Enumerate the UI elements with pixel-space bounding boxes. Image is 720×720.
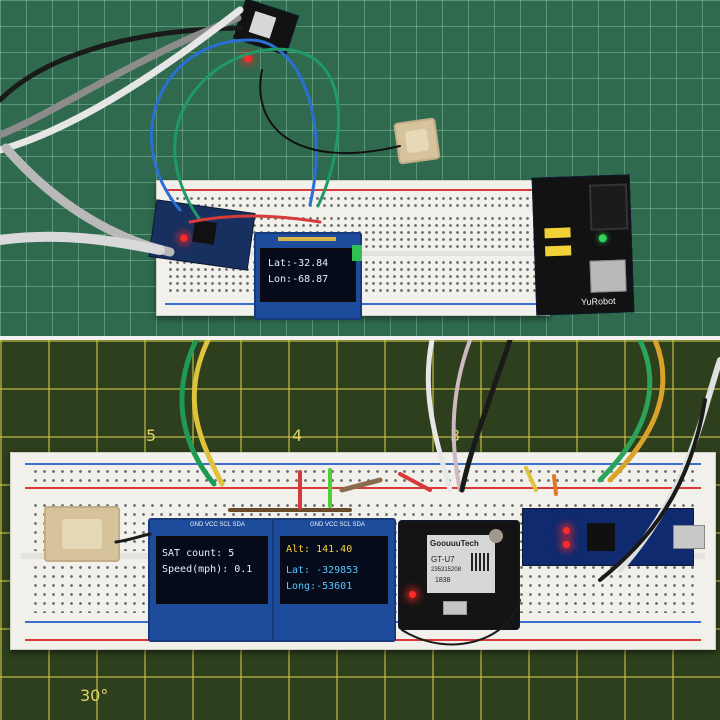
wire-antenna — [259, 69, 401, 155]
oled-speed-text: Speed(mph): 0.1 — [162, 564, 253, 575]
gps-code-2: 1838 — [435, 577, 451, 584]
mat-number: 5 — [146, 426, 157, 445]
oled-longitude-row: Long:-53601 — [286, 576, 352, 594]
oled-latitude-row: Lat: -329853 — [286, 560, 358, 578]
gps-module-gt-u7: GoouuuTech GT-U7 235315208 1838 — [398, 520, 520, 630]
wire-red — [398, 472, 432, 492]
oled-display: Lat:-32.84 Lon:-68.87 — [254, 232, 362, 320]
wire-white — [425, 340, 453, 493]
gps-brand: GoouuuTech — [430, 539, 479, 548]
oled-altitude-text: Alt: 141.40 — [286, 544, 353, 555]
oled-latitude-label: Lat: - — [286, 565, 323, 576]
wire-antenna — [401, 599, 521, 646]
wire-antenna — [114, 532, 152, 544]
power-rail-red — [165, 189, 541, 191]
oled-longitude-label: Long:- — [286, 581, 323, 592]
gps-code: 235315208 — [431, 567, 462, 573]
oled-pin-labels: GND VCC SCL SDA — [190, 522, 245, 528]
oled-display-left: GND VCC SCL SDA SAT count: 5 Speed(mph):… — [148, 518, 276, 642]
oled-latitude-value: 329853 — [322, 565, 359, 576]
usb-port — [673, 525, 705, 549]
oled-longitude-text: Lon:-68.87 — [268, 274, 329, 285]
wire-yellow — [191, 340, 225, 487]
wire-green — [173, 47, 341, 222]
oled-screen: Lat:-32.84 Lon:-68.87 — [260, 248, 356, 302]
resistor — [339, 477, 383, 493]
qr-code-icon — [471, 553, 489, 571]
mat-number: 30° — [80, 686, 109, 705]
led-indicator — [409, 591, 416, 598]
led-indicator — [563, 541, 570, 548]
power-rail-red — [25, 487, 701, 489]
wire-gray — [0, 14, 242, 139]
bottom-photo-panel: 5 4 3 30° GND VCC SCL SDA SAT count: 5 S… — [0, 340, 720, 720]
wire-white — [617, 357, 720, 573]
wire-black — [459, 340, 513, 493]
oled-display-right: GND VCC SCL SDA Alt: 141.40 Lat: -329853… — [272, 518, 396, 642]
oled-latitude-text: Lat:-32.84 — [268, 258, 329, 269]
panel-divider — [0, 336, 720, 340]
arduino-nano — [522, 508, 705, 566]
oled-longitude-value: 53601 — [322, 581, 353, 592]
oled-pin-labels: GND VCC SCL SDA — [310, 522, 365, 528]
bottom-wires — [114, 340, 720, 646]
wire-blue — [149, 38, 318, 212]
wire-orange — [607, 340, 666, 483]
wire-white — [0, 6, 244, 154]
mat-number: 4 — [292, 426, 303, 445]
backup-battery — [489, 529, 503, 543]
wire-yellow — [524, 466, 538, 492]
wire-red — [188, 214, 322, 224]
gps-shield-can: GoouuuTech GT-U7 235315208 1838 — [427, 535, 495, 593]
led-indicator — [563, 527, 570, 534]
usb-port — [443, 601, 467, 615]
oled-pin-header — [278, 237, 336, 241]
oled-sat-count-text: SAT count: 5 — [162, 548, 235, 559]
gps-patch-antenna — [44, 506, 120, 562]
oled-screen: Alt: 141.40 Lat: -329853 Long:-53601 — [280, 536, 388, 604]
gps-model: GT-U7 — [431, 555, 455, 564]
wire-orange — [552, 474, 558, 496]
wire-green — [597, 340, 653, 483]
wire-pink — [451, 340, 472, 492]
top-photo-panel: Lat:-32.84 Lon:-68.87 YuRobot — [0, 0, 720, 336]
microcontroller-chip — [587, 523, 615, 551]
green-connector — [352, 245, 362, 261]
rail-holes — [167, 195, 539, 209]
wire-green — [179, 340, 217, 487]
oled-screen: SAT count: 5 Speed(mph): 0.1 — [156, 536, 268, 604]
wire-black — [598, 398, 707, 582]
top-wires — [0, 6, 401, 257]
wire-ribbon — [0, 231, 165, 255]
wire-black — [0, 25, 243, 103]
power-rail-blue — [25, 463, 701, 465]
